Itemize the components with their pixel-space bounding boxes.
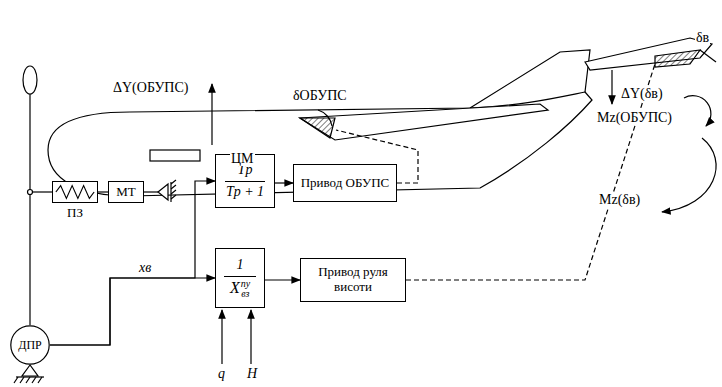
spring-symbol [53, 182, 97, 202]
h-input-arrow [250, 310, 251, 364]
gain-block: 1Xnyвз [215, 248, 265, 308]
signal-connector [50, 278, 215, 345]
point-label: ЦМ [230, 151, 255, 166]
spring-rod [32, 191, 52, 192]
angle-label: δОБУПС [292, 88, 348, 103]
node-text: ПЗ [67, 205, 83, 221]
force-label: ΔY(ОБУПС) [112, 80, 189, 95]
node-text: МТ [116, 185, 136, 200]
stabilizer [585, 38, 712, 70]
force-label: ΔY(δв) [620, 86, 664, 101]
cabin-window [150, 150, 200, 161]
trim-mechanism-box: МТ [108, 181, 144, 203]
moment-label: Mz(δв) [598, 192, 641, 207]
signal-connector [98, 191, 108, 192]
trim-hinge [158, 184, 168, 200]
signal-connector [275, 182, 293, 183]
moment-label: Mz(ОБУПС) [596, 110, 673, 125]
signal-name: xв [138, 260, 152, 275]
lift-arrow-elevator [611, 70, 612, 104]
q-input-arrow [221, 310, 222, 364]
control-stick [29, 94, 30, 325]
wing [300, 104, 548, 140]
lift-arrow-flap [211, 84, 212, 145]
flap [300, 118, 335, 138]
index-column: nyвз [241, 279, 250, 299]
stick-grip [23, 66, 37, 94]
stick-sensor-circle: ДПР [10, 325, 50, 365]
fraction-bar [225, 181, 265, 182]
stick-pivot [28, 190, 33, 195]
actuator-box: Привод ОБУПС [293, 164, 397, 202]
node-text: ДПР [18, 338, 42, 353]
node-text: Привод ОБУПС [301, 176, 390, 191]
spring-zigzag [56, 186, 94, 199]
sensor-circle [11, 326, 49, 364]
angle-label: δв [695, 30, 710, 45]
node-text: Tp + 1 [226, 184, 264, 200]
elevator [655, 50, 700, 67]
elevator-drive-link [406, 64, 655, 280]
input-name: q [217, 366, 226, 381]
trim-ground-hatch [171, 180, 176, 199]
spring-loader-box: ПЗ [52, 181, 98, 203]
denominator: Xnyвз [230, 279, 250, 299]
fin [470, 50, 590, 108]
signal-connector [265, 279, 300, 280]
node-text: 1 [237, 257, 244, 273]
signal-connector [50, 181, 215, 345]
sensor-hinge [22, 365, 38, 376]
node-text: Привод руля висоти [305, 265, 401, 295]
moment-arrow-elevator [662, 138, 716, 212]
sensor-ground-hatch [14, 377, 42, 383]
actuator-box: Привод руля висоти [300, 258, 406, 302]
trim-rod [144, 191, 158, 192]
elevator-deflection [700, 50, 716, 62]
node-text: X [230, 279, 240, 297]
fraction-bar [224, 276, 256, 277]
input-name: H [246, 366, 258, 381]
flap-angle-arc [318, 110, 332, 126]
node-text: вз [241, 289, 250, 299]
moment-arrow-flap [684, 96, 711, 126]
node-text: ny [241, 279, 250, 289]
